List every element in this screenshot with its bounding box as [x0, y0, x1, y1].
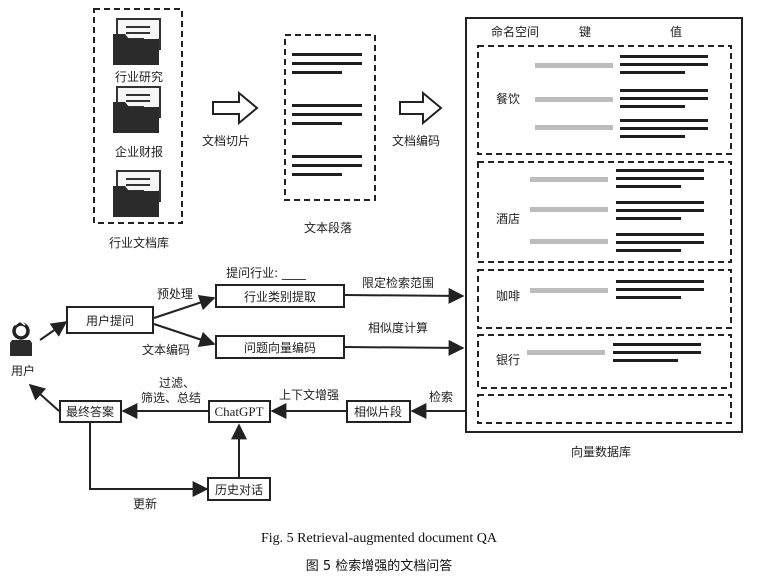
vector-entries	[535, 55, 708, 138]
similar-chunks-node	[346, 400, 411, 423]
namespace-label-hotel: 酒店	[496, 212, 520, 226]
user-icon	[10, 320, 32, 356]
chunking-label: 文档切片	[202, 133, 250, 148]
vector-database-label: 向量数据库	[571, 444, 631, 459]
context-enhance-label: 上下文增强	[279, 387, 339, 402]
chatgpt-label: ChatGPT	[214, 404, 263, 419]
final-answer-label: 最终答案	[66, 404, 114, 419]
chatgpt-node	[208, 400, 271, 423]
vector-database-box	[465, 17, 743, 433]
doc-financial-report-label: 企业财报	[115, 144, 163, 159]
vector-entries	[530, 280, 704, 299]
namespace-box-empty	[477, 394, 732, 424]
restrict-scope-label: 限定检索范围	[362, 275, 434, 290]
namespace-box	[477, 161, 732, 263]
user-question-label: 用户提问	[86, 313, 134, 328]
filter-label-1: 过滤、	[159, 376, 195, 390]
header-namespace: 命名空间	[491, 24, 539, 39]
figure-caption-zh: 图 5 检索增强的文档问答	[305, 559, 453, 574]
answer-to-user-arrow	[28, 383, 60, 412]
namespace-box	[477, 269, 732, 329]
question-industry-label: 提问行业: ____	[226, 265, 307, 280]
chunking-arrow-icon	[212, 90, 259, 126]
similar-chunks-label: 相似片段	[354, 404, 402, 419]
text-chunks-box	[284, 34, 376, 201]
user-label: 用户	[11, 363, 35, 378]
question-vector-node	[215, 335, 345, 359]
industry-extract-label: 行业类别提取	[244, 289, 316, 304]
similarity-label: 相似度计算	[368, 320, 428, 335]
header-key: 键	[579, 25, 591, 39]
scope-arrow	[344, 287, 465, 304]
doc-industry-research-label: 行业研究	[115, 69, 163, 84]
text-encoding-label: 文本编码	[142, 342, 190, 357]
update-label: 更新	[133, 496, 157, 511]
document-library-box	[93, 8, 183, 224]
figure-caption-en: Fig. 5 Retrieval-augmented document QA	[261, 531, 497, 546]
header-value: 值	[670, 24, 682, 39]
final-answer-node	[59, 400, 122, 423]
filter-label-2: 筛选、总结	[141, 390, 201, 405]
chunk-lines	[292, 53, 362, 176]
vector-entries	[530, 169, 704, 252]
namespace-label-dining: 餐饮	[496, 91, 520, 106]
namespace-label-bank: 银行	[496, 353, 520, 367]
encoding-arrow-icon	[399, 90, 443, 126]
namespace-box	[477, 334, 732, 389]
text-chunks-label: 文本段落	[304, 220, 352, 235]
folder-icon	[113, 18, 161, 65]
preprocess-arrow	[153, 294, 216, 319]
similarity-arrow	[344, 339, 465, 356]
update-arrow	[89, 423, 209, 497]
history-label: 历史对话	[215, 483, 263, 497]
retrieve-label: 检索	[429, 389, 453, 404]
history-node	[207, 477, 271, 501]
encoding-label: 文档编码	[392, 133, 440, 148]
question-vector-label: 问题向量编码	[244, 340, 316, 355]
namespace-label-coffee: 咖啡	[496, 288, 520, 303]
document-library-label: 行业文档库	[109, 235, 169, 250]
text-encoding-arrow	[153, 323, 216, 348]
vector-entries	[527, 343, 701, 362]
user-to-question-arrow	[39, 321, 68, 341]
folder-icon	[113, 170, 161, 217]
folder-icon	[113, 86, 161, 133]
industry-extract-node	[215, 284, 345, 308]
preprocess-label: 预处理	[157, 287, 193, 301]
user-question-node	[66, 306, 154, 334]
